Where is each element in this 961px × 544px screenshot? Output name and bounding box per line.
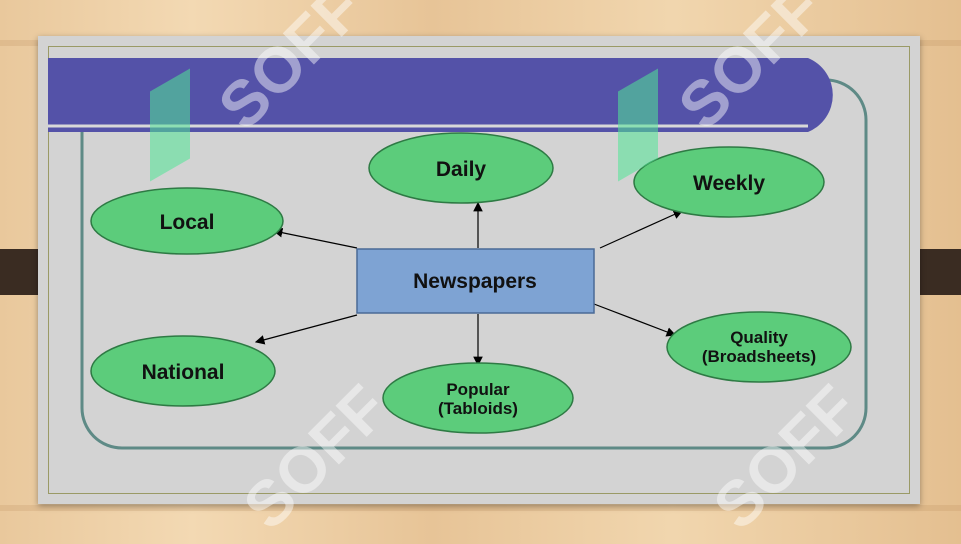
- node-weekly: Weekly: [633, 146, 825, 218]
- node-daily: Daily: [368, 132, 554, 204]
- arrow-to-national: [254, 314, 358, 345]
- node-popular-label-2: (Tabloids): [438, 399, 518, 418]
- arrow-to-weekly: [599, 210, 684, 249]
- arrow-to-local: [272, 227, 358, 249]
- node-local-label: Local: [160, 211, 215, 234]
- center-node: [356, 248, 595, 314]
- node-national: National: [90, 335, 276, 407]
- node-local: Local: [90, 187, 284, 255]
- node-weekly-shape: [633, 146, 825, 218]
- node-national-label: National: [142, 361, 225, 384]
- node-popular-shape: [382, 362, 574, 434]
- wood-grain: [0, 505, 961, 511]
- arrow-to-quality: [593, 303, 677, 337]
- node-quality-label-1: Quality: [730, 328, 788, 347]
- node-daily-shape: [368, 132, 554, 204]
- center-label: Newspapers: [413, 270, 537, 293]
- node-weekly-label: Weekly: [693, 172, 765, 195]
- node-local-shape: [90, 187, 284, 255]
- node-popular: Popular (Tabloids): [382, 362, 574, 434]
- title-banner: [48, 58, 833, 132]
- node-quality-shape: [666, 311, 852, 383]
- node-popular-label-1: Popular: [446, 380, 510, 399]
- node-national-shape: [90, 335, 276, 407]
- node-daily-label: Daily: [436, 158, 487, 181]
- slide-border: [48, 46, 910, 494]
- node-quality: Quality (Broadsheets): [666, 311, 852, 383]
- node-quality-label-2: (Broadsheets): [702, 347, 816, 366]
